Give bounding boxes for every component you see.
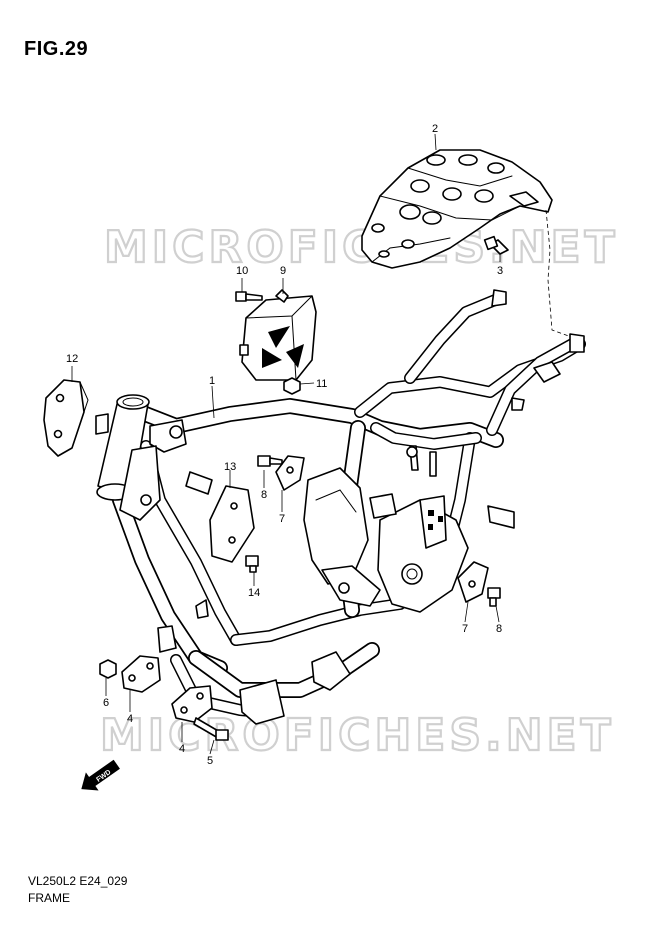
callout-7-right: 7 <box>462 623 468 635</box>
part-bolt-14 <box>245 555 259 573</box>
part-bolt-10 <box>235 291 263 302</box>
part-nut-11 <box>283 377 301 395</box>
callout-1: 1 <box>209 375 215 387</box>
leader-lines <box>71 133 501 755</box>
part-bracket-12 <box>43 379 89 457</box>
callout-11: 11 <box>316 378 327 390</box>
callout-2: 2 <box>432 123 438 135</box>
watermark-top: MICROFICHES.NET <box>104 222 619 273</box>
fwd-arrow-icon: FWD <box>81 759 120 791</box>
part-bolt-5 <box>193 717 229 741</box>
part-main-frame <box>95 289 586 725</box>
part-plate-7-right <box>457 561 489 603</box>
callout-13: 13 <box>224 461 236 473</box>
part-bolt-8-left <box>257 455 283 467</box>
callout-10: 10 <box>236 265 248 277</box>
part-nut-6 <box>99 659 117 679</box>
callout-3: 3 <box>497 265 503 277</box>
part-rear-fender <box>361 149 553 269</box>
watermark-bottom: MICROFICHES.NET <box>100 710 615 761</box>
part-plate-4-right <box>171 685 213 723</box>
part-plate-7-left <box>275 455 305 491</box>
figure-name: FRAME <box>28 891 70 905</box>
callouts: 1 2 3 4 4 5 6 7 7 8 8 9 10 11 12 13 14 <box>66 123 503 767</box>
callout-14: 14 <box>248 587 260 599</box>
part-bolt-3 <box>483 235 509 255</box>
callout-8-right: 8 <box>496 623 502 635</box>
part-battery-cover <box>239 289 317 381</box>
callout-4-left: 4 <box>127 713 133 725</box>
callout-12: 12 <box>66 353 78 365</box>
figure-code: VL250L2 E24_029 <box>28 874 128 888</box>
callout-6: 6 <box>103 697 109 709</box>
part-bolt-8-right <box>487 587 501 607</box>
callout-8-left: 8 <box>261 489 267 501</box>
callout-5: 5 <box>207 755 213 767</box>
figure-title: FIG.29 <box>24 38 89 60</box>
part-plate-4-left <box>121 655 161 693</box>
callout-4-right: 4 <box>179 743 185 755</box>
callout-7-left: 7 <box>279 513 285 525</box>
part-bracket-13 <box>209 485 255 563</box>
callout-9: 9 <box>280 265 286 277</box>
